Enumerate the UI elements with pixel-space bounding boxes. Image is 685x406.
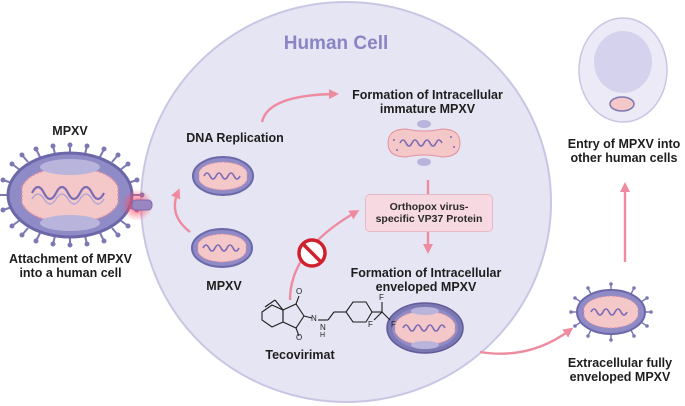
atom-o1: O <box>296 287 303 296</box>
tecovirimat-structure <box>261 295 391 337</box>
arrow-to-extracellular <box>479 327 574 355</box>
attachment-site <box>121 189 153 221</box>
intracellular-enveloped-mpxv <box>386 302 464 354</box>
mpxv-large-virion <box>0 142 145 248</box>
vp37-protein-label: Orthopox virus-specific VP37 Protein <box>375 201 483 225</box>
mpxv-replicating-virion <box>192 156 254 196</box>
atom-f1: F <box>379 293 384 302</box>
cell-title: Human Cell <box>283 33 389 54</box>
vp37-protein-box: Orthopox virus-specific VP37 Protein <box>365 194 493 232</box>
label-extracellular: Extracellular fully enveloped MPXV <box>567 356 673 384</box>
mpxv-inner-virion <box>191 228 253 268</box>
inhibition-icon <box>297 238 327 268</box>
immature-mpxv <box>387 120 461 166</box>
label-tecovirimat: Tecovirimat <box>265 348 335 362</box>
atom-f2: F <box>391 320 396 329</box>
extracellular-mpxv <box>569 282 653 342</box>
label-mpxv-mid: MPXV <box>206 279 242 293</box>
atom-n1: N <box>311 314 317 323</box>
atom-h: H <box>320 332 326 339</box>
atom-n2: N <box>320 323 326 332</box>
label-attachment: Attachment of MPXV into a human cell <box>9 252 132 280</box>
atom-o2: O <box>296 333 303 342</box>
label-dna-replication: DNA Replication <box>186 131 284 145</box>
label-mpxv-top: MPXV <box>52 124 88 138</box>
arrow-to-immature <box>260 89 339 123</box>
label-entry: Entry of MPXV into other human cells <box>567 137 681 165</box>
atom-f3: F <box>368 320 373 329</box>
other-human-cell <box>578 17 668 123</box>
label-formation-immature: Formation of Intracellular immature MPXV <box>352 88 503 116</box>
flow-arrows <box>171 89 630 355</box>
arrow-replication-to-top <box>171 188 191 233</box>
label-formation-enveloped: Formation of Intracellular enveloped MPX… <box>350 266 502 294</box>
